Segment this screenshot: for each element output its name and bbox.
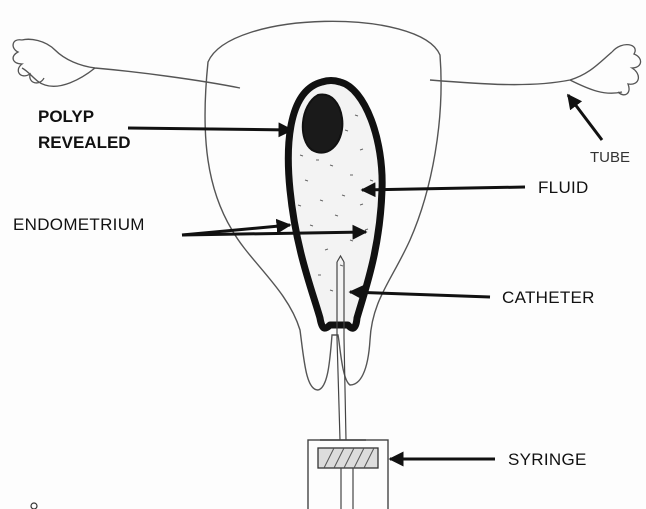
corner-mark (31, 503, 37, 509)
endometrium-label: ENDOMETRIUM (13, 216, 145, 233)
fluid-arrow (362, 187, 525, 190)
catheter-arrow (350, 292, 490, 297)
catheter-label: CATHETER (502, 289, 595, 306)
fluid-label: FLUID (538, 179, 589, 196)
tube-arrow (568, 95, 602, 140)
right-fimbriae (612, 45, 641, 95)
right-fallopian-tube (430, 52, 622, 93)
polyp-label-line2: REVEALED (38, 130, 131, 156)
tube-label: TUBE (590, 150, 630, 165)
left-fimbriae (13, 40, 44, 83)
plunger-rod (341, 468, 353, 509)
polyp (303, 95, 343, 153)
polyp-arrow (128, 128, 292, 130)
syringe-label: SYRINGE (508, 451, 587, 468)
polyp-label-line1: POLYP (38, 104, 131, 130)
